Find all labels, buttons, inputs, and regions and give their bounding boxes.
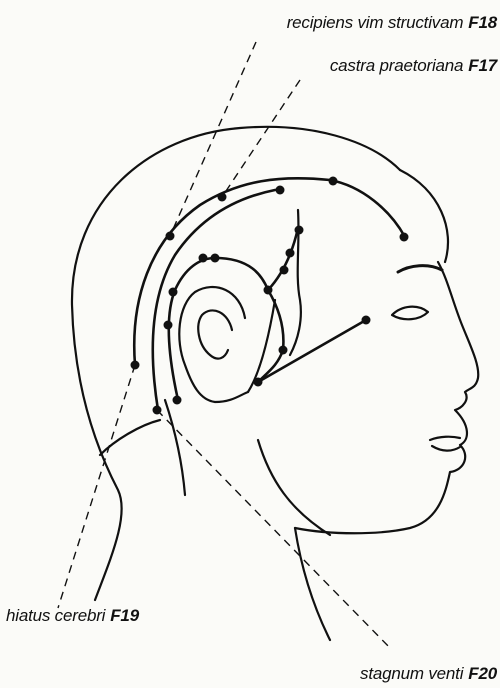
acupoint <box>329 177 338 186</box>
channel-line-inner <box>169 258 268 400</box>
acupoint <box>211 254 220 263</box>
acupoint <box>173 396 182 405</box>
acupoint <box>295 226 304 235</box>
acupoint <box>164 321 173 330</box>
eyebrow <box>398 266 442 272</box>
label-f19-name: hiatus cerebri <box>6 606 105 625</box>
leader-line-f19 <box>58 365 135 608</box>
label-f20-name: stagnum venti <box>360 664 463 683</box>
acupoint <box>264 286 273 295</box>
head-outline <box>72 127 400 600</box>
label-f18-name: recipiens vim structivam <box>287 13 464 32</box>
jaw-line <box>258 440 330 535</box>
eye <box>392 307 428 320</box>
ear-outer <box>179 287 248 402</box>
ear-inner <box>198 310 232 358</box>
label-f18-code: F18 <box>468 13 497 32</box>
channel-line-cheek <box>258 320 366 382</box>
lips <box>430 437 460 451</box>
label-f19: hiatus cerebri F19 <box>6 606 139 626</box>
acupoint <box>254 378 263 387</box>
acupoint <box>279 346 288 355</box>
leader-line-f18 <box>170 42 256 236</box>
face-profile <box>295 262 478 533</box>
channel-line-outer <box>134 178 405 365</box>
leader-line-f20 <box>157 410 392 650</box>
occipital-curve <box>100 420 160 455</box>
hairline-outline <box>400 170 448 262</box>
label-f20-code: F20 <box>468 664 497 683</box>
acupoint <box>400 233 409 242</box>
label-f17: castra praetoriana F17 <box>330 56 497 76</box>
label-f17-name: castra praetoriana <box>330 56 463 75</box>
acupoint <box>280 266 289 275</box>
acupoint <box>199 254 208 263</box>
label-f19-code: F19 <box>110 606 139 625</box>
acupoint <box>276 186 285 195</box>
acupoint <box>362 316 371 325</box>
acupoint <box>286 249 295 258</box>
neck-back <box>165 400 185 495</box>
neck-front <box>295 528 330 640</box>
label-f20: stagnum venti F20 <box>360 664 497 684</box>
acupoint <box>169 288 178 297</box>
label-f17-code: F17 <box>468 56 497 75</box>
